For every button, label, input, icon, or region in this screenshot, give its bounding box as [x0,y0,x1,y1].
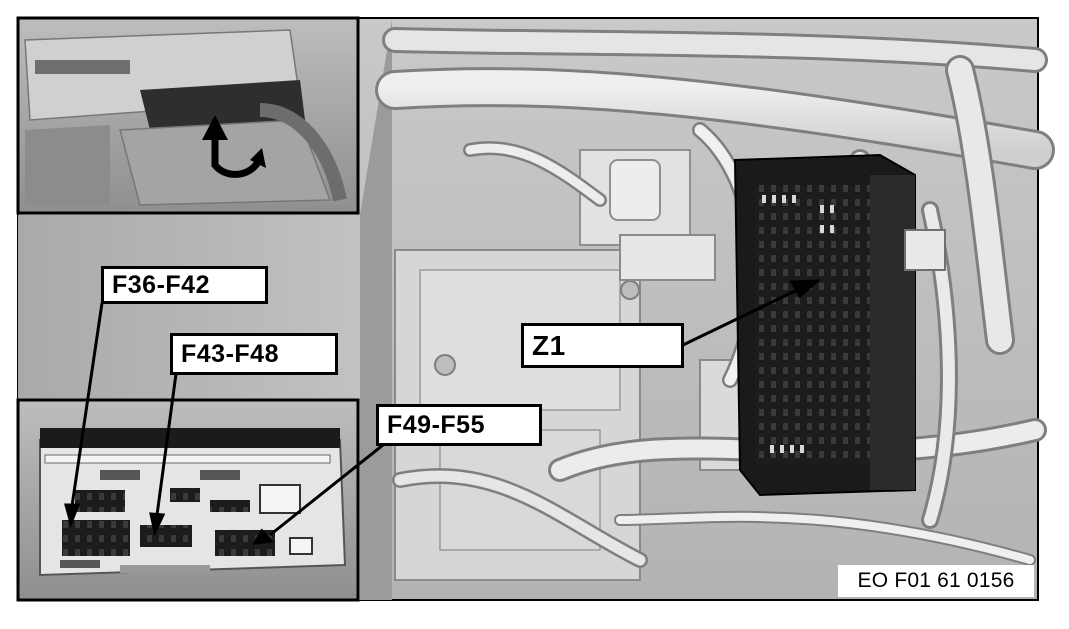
leader-z1 [682,288,798,347]
leader-f36-f42 [70,302,104,507]
label-f36-f42: F36-F42 [101,266,268,304]
label-f49-f55: F49-F55 [376,404,542,446]
leader-lines [64,279,822,545]
label-f43-f48: F43-F48 [170,333,338,375]
fuse-box-z1 [733,153,946,497]
fuse-block-inset [16,398,360,602]
dashboard-inset [16,16,360,215]
document-code: EO F01 61 0156 [838,565,1034,597]
label-z1: Z1 [521,323,684,368]
leader-f49-f55 [269,443,384,537]
leader-f43-f48 [155,373,178,516]
